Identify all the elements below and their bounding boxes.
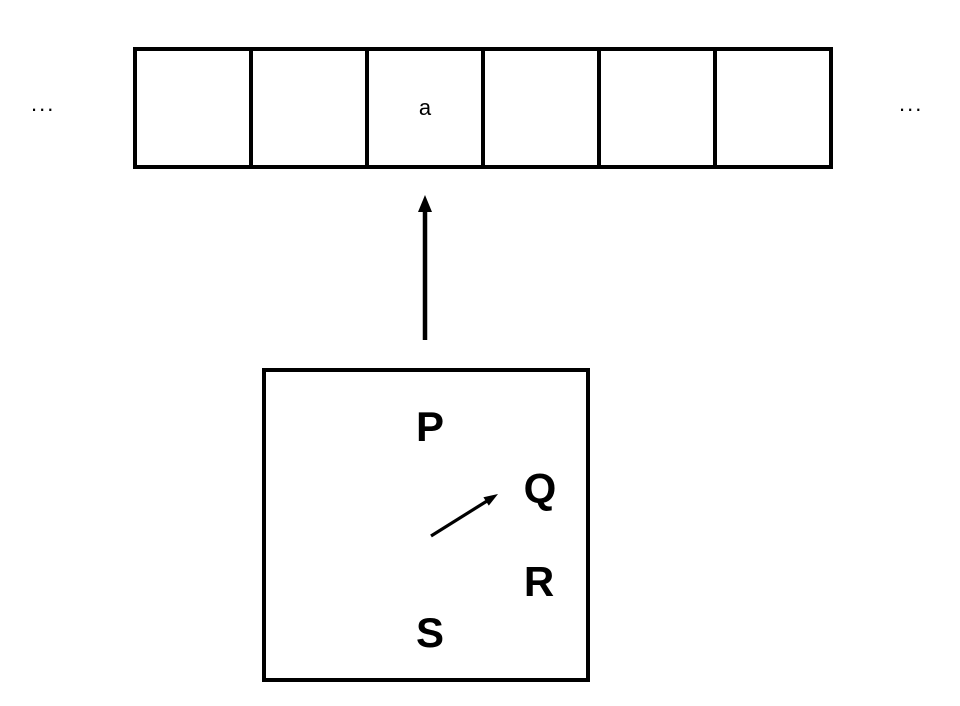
tape-cell-current: a: [369, 51, 485, 165]
tape-cell: [137, 51, 253, 165]
tape-left-ellipsis: ...: [31, 91, 56, 116]
state-label-p: P: [415, 403, 445, 450]
state-label-s: S: [415, 609, 445, 656]
head-position-arrow-icon: [418, 195, 432, 340]
tape-cell: [717, 51, 829, 165]
state-label-q: Q: [523, 465, 557, 512]
state-pointer-arrow-icon: [430, 494, 498, 538]
tape-cell: [253, 51, 369, 165]
tape: a: [133, 47, 833, 169]
tape-cell: [485, 51, 601, 165]
head-state-box: P Q R S: [262, 368, 590, 682]
tape-cell: [601, 51, 717, 165]
tape-right-ellipsis: ...: [899, 91, 924, 116]
tape-cell-symbol: a: [418, 95, 432, 120]
state-label-r: R: [523, 558, 555, 605]
